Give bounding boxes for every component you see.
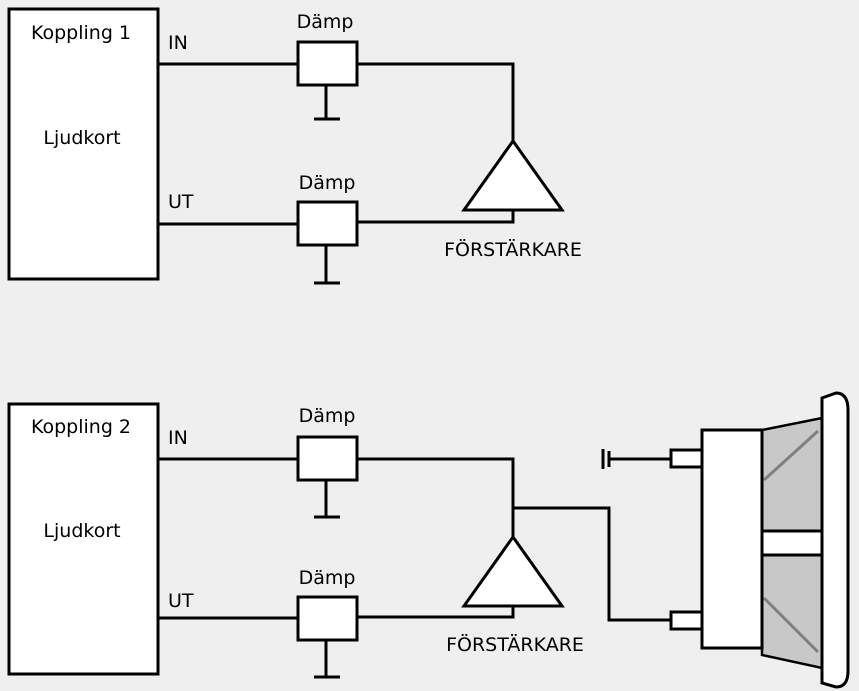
loudspeaker-icon bbox=[669, 391, 850, 689]
in-label: IN bbox=[168, 427, 188, 449]
amplifier-label: FÖRSTÄRKARE bbox=[444, 238, 582, 261]
sound-card-title: Koppling 2 bbox=[31, 416, 131, 438]
diagram-koppling-2: Koppling 2 Ljudkort IN UT Dämp Dämp FÖRS… bbox=[7, 391, 850, 689]
attenuator-in-box bbox=[296, 435, 359, 482]
damp-in-label: Dämp bbox=[299, 405, 356, 427]
sound-card-label: Ljudkort bbox=[43, 520, 120, 542]
amplifier-triangle-icon bbox=[461, 138, 565, 212]
sound-card-label: Ljudkort bbox=[43, 127, 120, 149]
ground-icon bbox=[314, 480, 340, 519]
ground-icon bbox=[314, 85, 340, 121]
amplifier-label: FÖRSTÄRKARE bbox=[446, 633, 584, 656]
amp-to-speaker-wire bbox=[513, 506, 671, 622]
damp-out-label: Dämp bbox=[299, 172, 356, 194]
out-label: UT bbox=[168, 191, 194, 213]
attenuator-out-box bbox=[296, 200, 359, 247]
sound-card-title: Koppling 1 bbox=[31, 22, 131, 44]
ground-icon bbox=[601, 449, 611, 469]
attenuator-in-box bbox=[296, 40, 359, 87]
sound-card-box bbox=[7, 402, 160, 676]
attenuator-out-box bbox=[296, 595, 359, 642]
in-to-amp-wire bbox=[358, 457, 515, 537]
in-to-amp-wire bbox=[358, 62, 515, 141]
out-to-amp-wire bbox=[358, 606, 515, 619]
ground-icon bbox=[314, 245, 340, 285]
in-label: IN bbox=[168, 32, 188, 54]
ground-icon bbox=[314, 640, 340, 679]
damp-in-label: Dämp bbox=[297, 11, 354, 33]
diagram-koppling-1: Koppling 1 Ljudkort IN UT Dämp Dämp FÖRS… bbox=[7, 7, 582, 285]
damp-out-label: Dämp bbox=[299, 567, 356, 589]
sound-card-box bbox=[7, 7, 160, 281]
amplifier-triangle-icon bbox=[461, 534, 565, 608]
out-label: UT bbox=[168, 590, 194, 612]
out-to-amp-wire bbox=[358, 210, 515, 224]
